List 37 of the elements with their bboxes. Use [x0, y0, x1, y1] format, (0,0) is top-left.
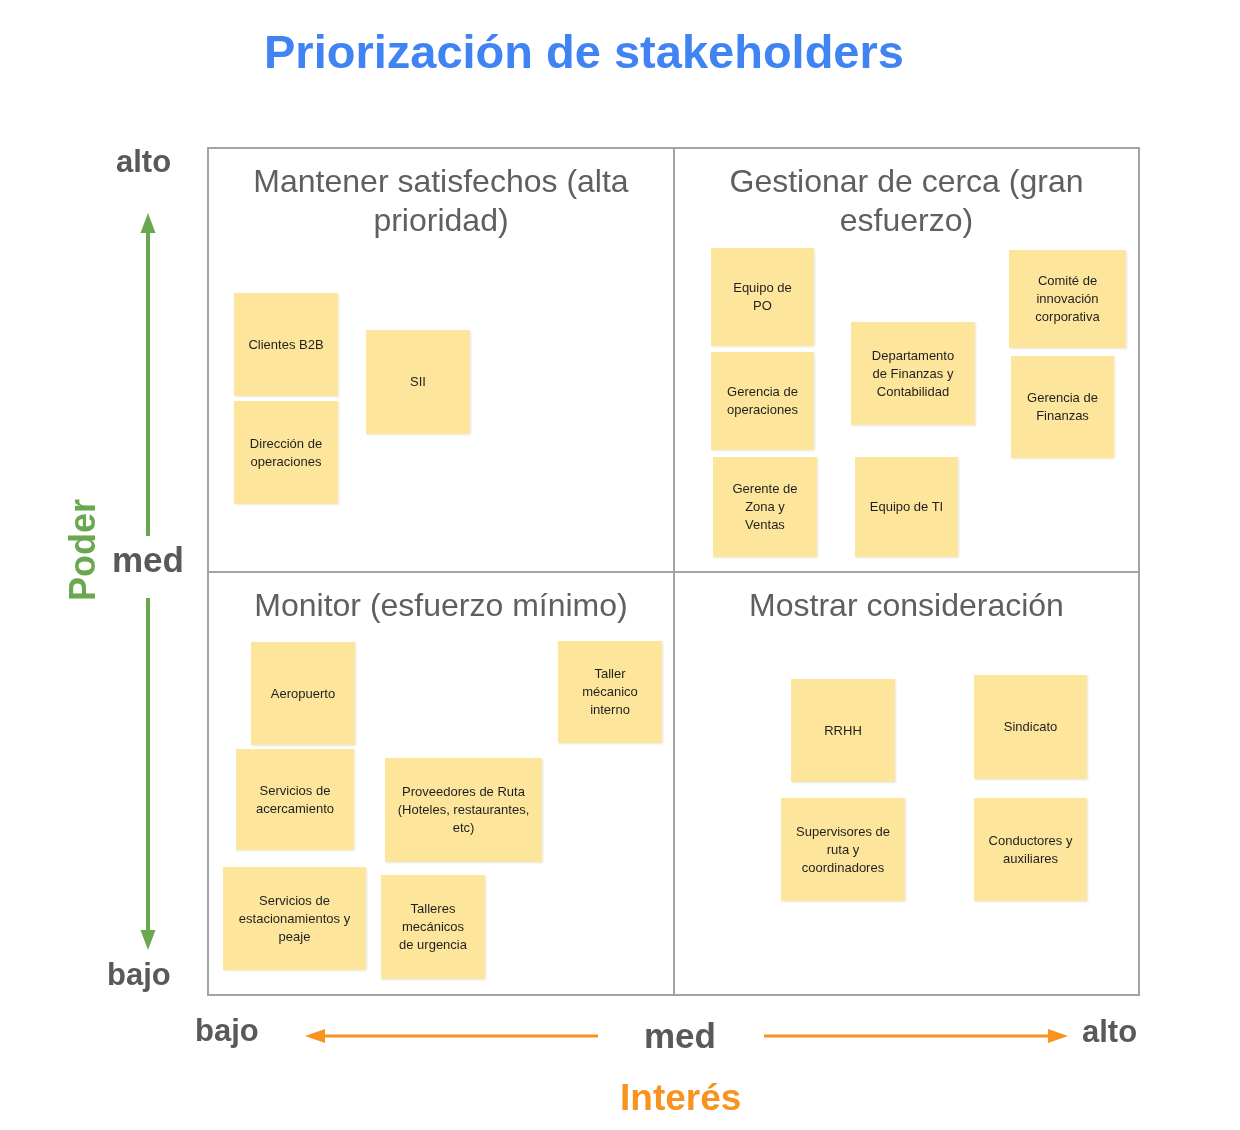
quadrant-title: Mostrar consideración	[749, 586, 1064, 625]
sticky-note: Equipo de TI	[855, 457, 958, 557]
axis-label: bajo	[195, 1013, 259, 1049]
quadrant-panel	[207, 572, 674, 996]
quadrant-panel	[207, 147, 674, 572]
sticky-note: Supervisores de ruta y coordinadores	[781, 798, 905, 901]
quadrant-panel	[674, 147, 1140, 572]
sticky-note: SII	[366, 330, 470, 434]
sticky-note: Clientes B2B	[234, 293, 338, 396]
sticky-note: RRHH	[791, 679, 895, 782]
sticky-note: Servicios de acercamiento	[236, 749, 354, 850]
quadrant-panel	[674, 572, 1140, 996]
axis-label: bajo	[107, 957, 171, 993]
sticky-note: Conductores y auxiliares	[974, 798, 1087, 901]
sticky-note: Aeropuerto	[251, 642, 355, 745]
sticky-note: Taller mécanico interno	[558, 641, 662, 743]
sticky-note: Equipo de PO	[711, 248, 814, 346]
sticky-note: Comité de innovación corporativa	[1009, 250, 1126, 348]
sticky-note: Dirección de operaciones	[234, 401, 338, 504]
axis-label: alto	[1082, 1014, 1138, 1050]
sticky-note: Gerencia de Finanzas	[1011, 356, 1114, 458]
sticky-note: Gerencia de operaciones	[711, 352, 814, 450]
sticky-note: Sindicato	[974, 675, 1087, 779]
quadrant-title: Mantener satisfechos (alta prioridad)	[252, 162, 630, 240]
axis-title: Interés	[620, 1077, 742, 1120]
sticky-note: Talleres mecánicos de urgencia	[381, 875, 485, 979]
sticky-note: Proveedores de Ruta (Hoteles, restaurantes, etc)	[385, 758, 542, 862]
axis-title: Poder	[62, 499, 104, 602]
axis-label: med	[644, 1016, 716, 1057]
sticky-note: Gerente de Zona y Ventas	[713, 457, 817, 557]
axis-label: med	[112, 540, 184, 581]
sticky-note: Servicios de estacionamientos y peaje	[223, 867, 366, 970]
quadrant-title: Gestionar de cerca (gran esfuerzo)	[728, 162, 1085, 240]
page-title: Priorización de stakeholders	[264, 25, 904, 80]
sticky-note: Departamento de Finanzas y Contabilidad	[851, 322, 975, 425]
axis-label: alto	[116, 144, 172, 180]
quadrant-title: Monitor (esfuerzo mínimo)	[254, 586, 628, 625]
